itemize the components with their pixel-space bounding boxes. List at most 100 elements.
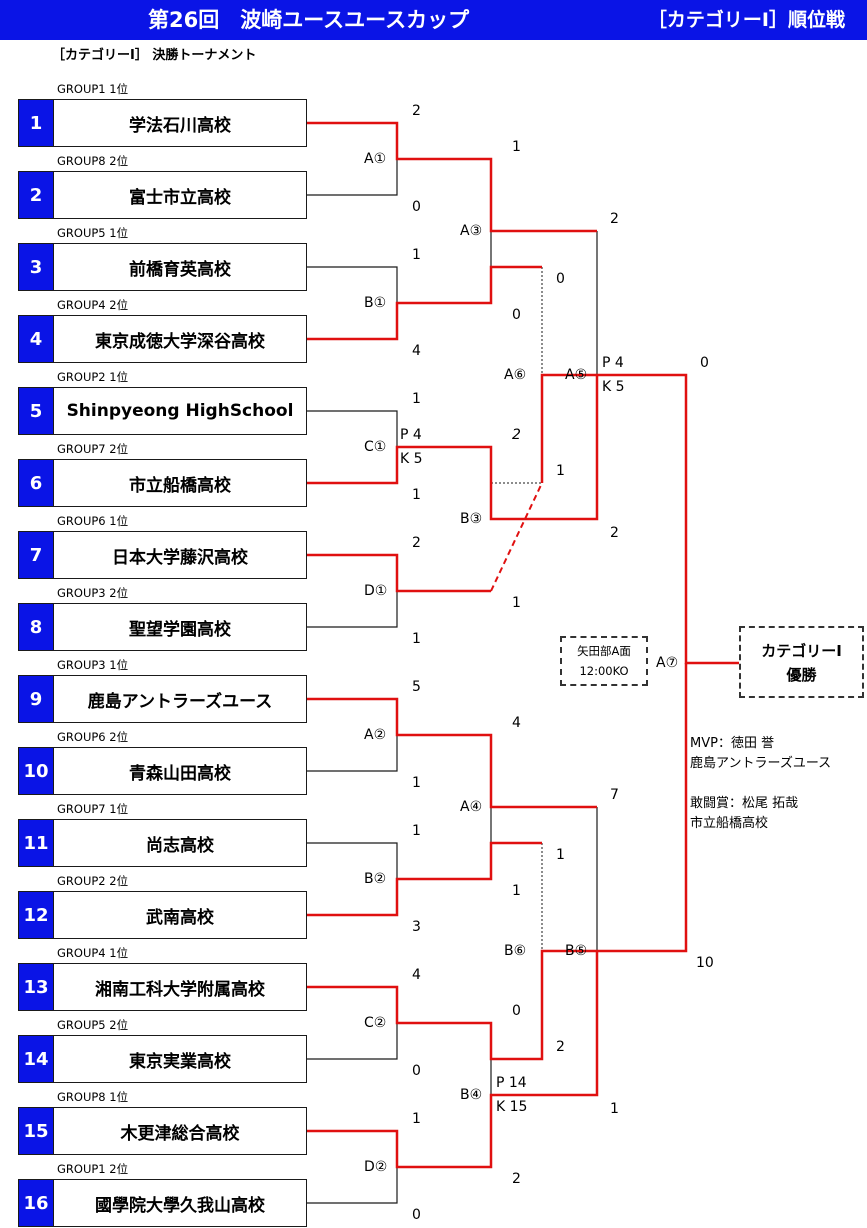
champion-category: カテゴリーⅠ bbox=[761, 642, 842, 660]
team-name: 青森山田高校 bbox=[54, 747, 307, 795]
team-name: 尚志高校 bbox=[54, 819, 307, 867]
score: 0 bbox=[700, 355, 709, 371]
score: 2 bbox=[412, 103, 421, 119]
group-label: GROUP2 1位 bbox=[57, 370, 129, 384]
group-label: GROUP6 1位 bbox=[57, 514, 129, 528]
score: 1 bbox=[512, 139, 521, 155]
team-name: 聖望学園高校 bbox=[54, 603, 307, 651]
team-name: 武南高校 bbox=[54, 891, 307, 939]
seed-number: 16 bbox=[18, 1179, 54, 1227]
team-name: 学法石川高校 bbox=[54, 99, 307, 147]
score: 0 bbox=[412, 1063, 421, 1079]
match-label: A① bbox=[364, 151, 387, 167]
match-label: A④ bbox=[460, 799, 483, 815]
group-label: GROUP7 2位 bbox=[57, 442, 129, 456]
score: 3 bbox=[412, 919, 421, 935]
team-name: 湘南工科大学附属高校 bbox=[54, 963, 307, 1011]
pk-score: P 4 bbox=[602, 355, 624, 371]
page-title: 第26回 波崎ユースユースカップ bbox=[148, 8, 470, 32]
group-label: GROUP1 1位 bbox=[57, 82, 129, 96]
bracket-subtitle: ［カテゴリーⅠ］ 決勝トーナメント bbox=[52, 48, 257, 63]
pk-score: P 4 bbox=[400, 427, 422, 443]
seed-number: 14 bbox=[18, 1035, 54, 1083]
mvp-line: MVP：徳田 誉 bbox=[690, 736, 775, 751]
team-name: 鹿島アントラーズユース bbox=[54, 675, 307, 723]
score: 2 bbox=[512, 427, 521, 443]
pk-score: K 5 bbox=[400, 451, 423, 467]
mvp-team: 鹿島アントラーズユース bbox=[690, 756, 832, 771]
score: 1 bbox=[412, 391, 421, 407]
team-name: 前橋育英高校 bbox=[54, 243, 307, 291]
score: 4 bbox=[412, 967, 421, 983]
venue-box: 矢田部A面 12:00KO bbox=[560, 636, 648, 686]
seed-number: 12 bbox=[18, 891, 54, 939]
group-label: GROUP3 1位 bbox=[57, 658, 129, 672]
seed-number: 8 bbox=[18, 603, 54, 651]
seed-number: 7 bbox=[18, 531, 54, 579]
score: 1 bbox=[412, 247, 421, 263]
match-label: A⑦ bbox=[656, 655, 679, 671]
champion-label: 優勝 bbox=[786, 666, 817, 684]
match-label: C① bbox=[364, 439, 387, 455]
score: 1 bbox=[412, 1111, 421, 1127]
score: 1 bbox=[412, 823, 421, 839]
seed-number: 10 bbox=[18, 747, 54, 795]
score: 4 bbox=[412, 343, 421, 359]
score: 1 bbox=[412, 487, 421, 503]
match-label: B⑥ bbox=[504, 943, 527, 959]
team-name: 木更津総合高校 bbox=[54, 1107, 307, 1155]
seed-number: 13 bbox=[18, 963, 54, 1011]
group-label: GROUP7 1位 bbox=[57, 802, 129, 816]
score: 10 bbox=[696, 955, 714, 971]
match-label: A⑥ bbox=[504, 367, 527, 383]
group-label: GROUP3 2位 bbox=[57, 586, 129, 600]
group-label: GROUP5 2位 bbox=[57, 1018, 129, 1032]
fighting-spirit-team: 市立船橋高校 bbox=[690, 816, 769, 831]
seed-number: 15 bbox=[18, 1107, 54, 1155]
match-label: A③ bbox=[460, 223, 483, 239]
group-label: GROUP2 2位 bbox=[57, 874, 129, 888]
match-label: D② bbox=[364, 1159, 388, 1175]
score: 1 bbox=[412, 631, 421, 647]
group-label: GROUP5 1位 bbox=[57, 226, 129, 240]
pk-score: K 5 bbox=[602, 379, 625, 395]
score: 2 bbox=[610, 525, 619, 541]
team-name: Shinpyeong HighSchool bbox=[54, 387, 307, 435]
score: 0 bbox=[412, 199, 421, 215]
seed-number: 9 bbox=[18, 675, 54, 723]
kickoff-time: 12:00KO bbox=[579, 664, 629, 678]
seed-number: 4 bbox=[18, 315, 54, 363]
score: 0 bbox=[556, 271, 565, 287]
match-label: B④ bbox=[460, 1087, 483, 1103]
match-label: B① bbox=[364, 295, 387, 311]
score: 1 bbox=[512, 595, 521, 611]
team-name: 東京実業高校 bbox=[54, 1035, 307, 1083]
score: 1 bbox=[512, 883, 521, 899]
score: 1 bbox=[556, 463, 565, 479]
score: 2 bbox=[512, 1171, 521, 1187]
team-name: 東京成徳大学深谷高校 bbox=[54, 315, 307, 363]
score: 2 bbox=[610, 211, 619, 227]
score: 0 bbox=[512, 1003, 521, 1019]
seed-number: 6 bbox=[18, 459, 54, 507]
match-label: B② bbox=[364, 871, 387, 887]
group-label: GROUP8 2位 bbox=[57, 154, 129, 168]
seed-number: 11 bbox=[18, 819, 54, 867]
seed-number: 3 bbox=[18, 243, 54, 291]
seed-number: 5 bbox=[18, 387, 54, 435]
team-name: 日本大学藤沢高校 bbox=[54, 531, 307, 579]
team-name: 國學院大學久我山高校 bbox=[54, 1179, 307, 1227]
pk-score: P 14 bbox=[496, 1075, 527, 1091]
group-label: GROUP6 2位 bbox=[57, 730, 129, 744]
match-label: A⑤ bbox=[565, 367, 588, 383]
category-title: ［カテゴリーⅠ］順位戦 bbox=[647, 9, 845, 31]
venue-name: 矢田部A面 bbox=[577, 644, 631, 658]
team-name: 市立船橋高校 bbox=[54, 459, 307, 507]
score: 0 bbox=[512, 307, 521, 323]
seed-number: 2 bbox=[18, 171, 54, 219]
match-label: C② bbox=[364, 1015, 387, 1031]
match-label: B⑤ bbox=[565, 943, 588, 959]
score: 0 bbox=[412, 1207, 421, 1223]
match-label: B③ bbox=[460, 511, 483, 527]
